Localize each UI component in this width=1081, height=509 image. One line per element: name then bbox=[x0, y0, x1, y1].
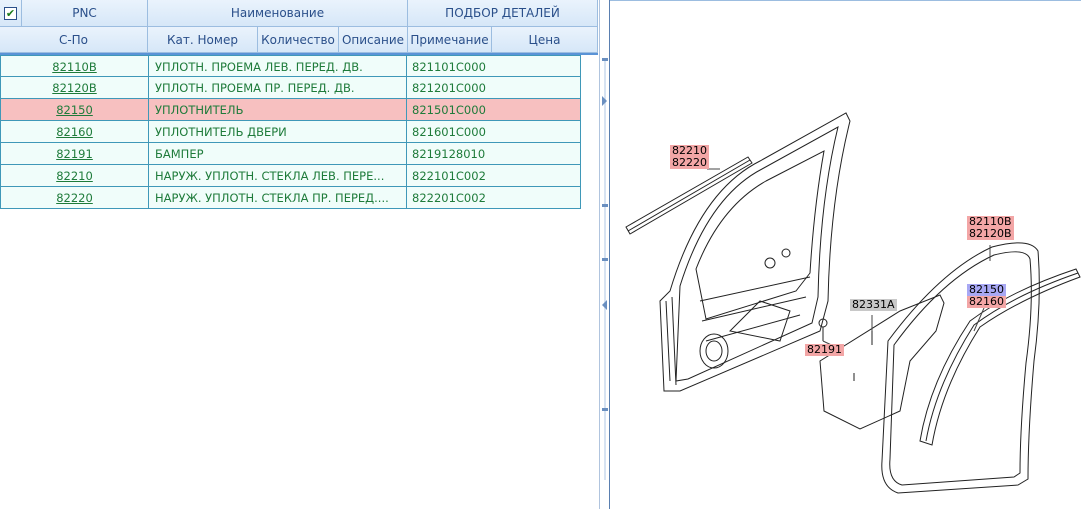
callout-82160[interactable]: 82160 bbox=[967, 295, 1006, 308]
header-divider bbox=[0, 53, 598, 55]
pnc-link[interactable]: 82110B bbox=[52, 59, 97, 74]
pnc-link[interactable]: 82191 bbox=[56, 146, 93, 161]
table-row[interactable]: 82210 НАРУЖ. УПЛОТН. СТЕКЛА ЛЕВ. ПЕРЕ...… bbox=[0, 165, 581, 187]
callout-82120b[interactable]: 82120B bbox=[967, 227, 1014, 240]
callout-82331a[interactable]: 82331A bbox=[850, 298, 897, 311]
col-header-note[interactable]: Примечание bbox=[408, 27, 492, 53]
panel-splitter[interactable] bbox=[599, 0, 610, 509]
pnc-link[interactable]: 82160 bbox=[56, 124, 93, 139]
glass-weatherstrip-drawing bbox=[625, 156, 753, 235]
parts-table: 82110B УПЛОТН. ПРОЕМА ЛЕВ. ПЕРЕД. ДВ. 82… bbox=[0, 55, 581, 209]
part-number: 821201C000 bbox=[406, 77, 581, 98]
door-seal-drawing bbox=[919, 268, 1081, 446]
col-header-sno[interactable]: С-По bbox=[0, 27, 148, 53]
callout-82220[interactable]: 82220 bbox=[670, 156, 709, 169]
col-header-quantity[interactable]: Количество bbox=[258, 27, 339, 53]
select-all-checkbox[interactable]: ✔ bbox=[4, 6, 17, 20]
pnc-link[interactable]: 82150 bbox=[56, 102, 93, 117]
part-name: УПЛОТН. ПРОЕМА ЛЕВ. ПЕРЕД. ДВ. bbox=[148, 56, 406, 77]
callout-82110b[interactable]: 82110B bbox=[967, 215, 1014, 228]
table-row[interactable]: 82160 УПЛОТНИТЕЛЬ ДВЕРИ 821601C000 bbox=[0, 121, 581, 143]
check-icon: ✔ bbox=[5, 6, 16, 20]
col-header-part-selection[interactable]: ПОДБОР ДЕТАЛЕЙ bbox=[408, 0, 598, 27]
pnc-link[interactable]: 82120B bbox=[52, 80, 97, 95]
callout-leaders bbox=[707, 168, 991, 351]
collapse-right-arrow-icon[interactable] bbox=[602, 96, 607, 106]
door-panel-drawing bbox=[659, 112, 851, 392]
col-header-name[interactable]: Наименование bbox=[148, 0, 408, 27]
callout-82210[interactable]: 82210 bbox=[670, 144, 709, 157]
door-opening-weatherstrip-drawing bbox=[881, 242, 1040, 494]
splitter-grip-mark bbox=[602, 58, 608, 61]
part-name: УПЛОТНИТЕЛЬ ДВЕРИ bbox=[148, 121, 406, 142]
table-row[interactable]: 82220 НАРУЖ. УПЛОТН. СТЕКЛА ПР. ПЕРЕД...… bbox=[0, 187, 581, 209]
table-row-selected[interactable]: 82150 УПЛОТНИТЕЛЬ 821501C000 bbox=[0, 99, 581, 121]
bumper-drawing bbox=[818, 318, 828, 341]
part-name: НАРУЖ. УПЛОТН. СТЕКЛА ПР. ПЕРЕД.... bbox=[148, 187, 406, 208]
part-number: 821101C000 bbox=[406, 56, 581, 77]
header-row-2: С-По Кат. Номер Количество Описание Прим… bbox=[0, 27, 598, 53]
header-row-1: ✔ PNC Наименование ПОДБОР ДЕТАЛЕЙ bbox=[0, 0, 598, 27]
col-header-cat-number[interactable]: Кат. Номер bbox=[148, 27, 258, 53]
splitter-track bbox=[604, 60, 606, 480]
diagram-panel: 82210 82220 82110B 82120B 82150 82160 82… bbox=[610, 0, 1081, 509]
select-all-cell[interactable]: ✔ bbox=[0, 0, 22, 27]
splitter-grip-mark bbox=[602, 204, 608, 207]
col-header-pnc[interactable]: PNC bbox=[22, 0, 148, 27]
sealing-film-drawing bbox=[819, 294, 945, 430]
col-header-price[interactable]: Цена bbox=[492, 27, 598, 53]
callout-82191[interactable]: 82191 bbox=[805, 343, 844, 356]
table-row[interactable]: 82110B УПЛОТН. ПРОЕМА ЛЕВ. ПЕРЕД. ДВ. 82… bbox=[0, 55, 581, 77]
table-row[interactable]: 82120B УПЛОТН. ПРОЕМА ПР. ПЕРЕД. ДВ. 821… bbox=[0, 77, 581, 99]
col-header-description[interactable]: Описание bbox=[339, 27, 408, 53]
splitter-grip-mark bbox=[602, 408, 608, 411]
part-number: 822101C002 bbox=[406, 165, 581, 186]
part-name: УПЛОТН. ПРОЕМА ПР. ПЕРЕД. ДВ. bbox=[148, 77, 406, 98]
door-diagram bbox=[625, 112, 1081, 494]
part-name: НАРУЖ. УПЛОТН. СТЕКЛА ЛЕВ. ПЕРЕ... bbox=[148, 165, 406, 186]
part-number: 821501C000 bbox=[406, 99, 581, 120]
part-name: БАМПЕР bbox=[148, 143, 406, 164]
part-number: 821601C000 bbox=[406, 121, 581, 142]
callout-82150[interactable]: 82150 bbox=[967, 283, 1006, 296]
table-row[interactable]: 82191 БАМПЕР 8219128010 bbox=[0, 143, 581, 165]
splitter-grip-mark bbox=[602, 258, 608, 261]
part-number: 8219128010 bbox=[406, 143, 581, 164]
part-number: 822201C002 bbox=[406, 187, 581, 208]
collapse-left-arrow-icon[interactable] bbox=[602, 300, 607, 310]
pnc-link[interactable]: 82210 bbox=[56, 168, 93, 183]
pnc-link[interactable]: 82220 bbox=[56, 190, 93, 205]
part-name: УПЛОТНИТЕЛЬ bbox=[148, 99, 406, 120]
parts-panel: ✔ PNC Наименование ПОДБОР ДЕТАЛЕЙ С-По К… bbox=[0, 0, 598, 209]
